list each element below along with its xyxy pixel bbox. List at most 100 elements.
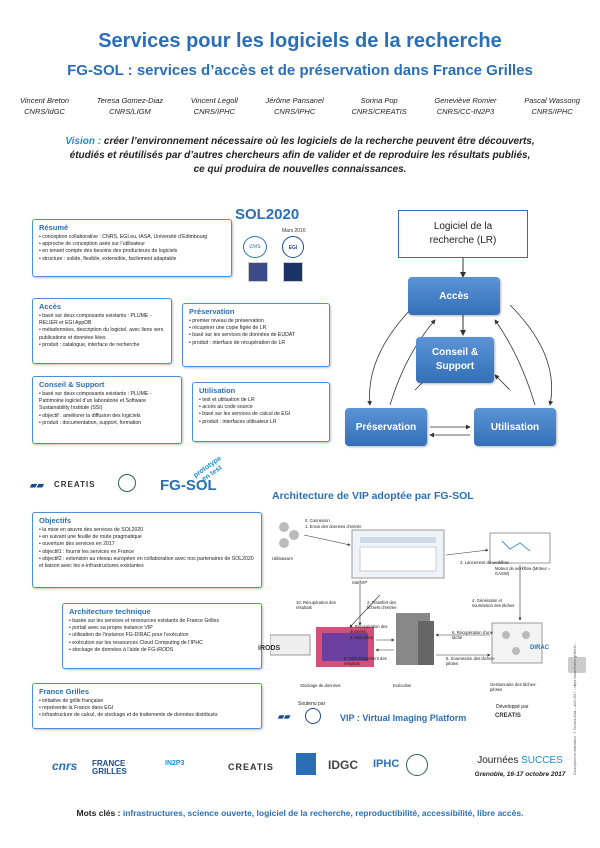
vip-step: 6. Récupération d’une tâche bbox=[452, 630, 493, 640]
vip-step: 1. Envoi des données d’entrée bbox=[305, 524, 362, 529]
list-item: produit : interface de récupération de L… bbox=[189, 340, 324, 347]
preservation-box: Préservation premier niveau de préservat… bbox=[182, 303, 330, 367]
journees-succes: SUCCES bbox=[521, 755, 563, 766]
vip-architecture-title: Architecture de VIP adoptée par FG-SOL bbox=[272, 490, 474, 502]
diagram-node-logiciel: Logiciel de la recherche (LR) bbox=[398, 210, 528, 258]
vip-step: Moteur de workflow (Moteur = GASW) bbox=[495, 566, 551, 576]
creative-commons-icon bbox=[568, 657, 586, 673]
author-name: Vincent Legoll bbox=[190, 96, 238, 105]
francegrilles-logo: FRANCE GRILLES bbox=[92, 759, 127, 776]
fgsol-title: FG-SOL bbox=[160, 477, 217, 494]
list-item: premier niveau de préservation bbox=[189, 318, 324, 325]
acces-box: Accès basé sur deux composants existants… bbox=[32, 298, 172, 364]
list-item: ouverture des services en 2017 bbox=[39, 541, 256, 548]
list-item: test et utilisation de LR bbox=[199, 397, 324, 404]
list-item: utilisation de l’instance FG-DIRAC pour … bbox=[69, 632, 256, 639]
diagram-node-acces: Accès bbox=[408, 277, 500, 315]
egi-logo-text: EGI bbox=[288, 245, 298, 251]
list-item: récupérer une copie figée de LR bbox=[189, 325, 324, 332]
services-diagram-arrows bbox=[367, 258, 554, 438]
egi-logo: EGI bbox=[282, 236, 304, 258]
sol2020-title: SOL2020 bbox=[235, 206, 300, 223]
list-item: métadonnées, description du logiciel, av… bbox=[39, 327, 166, 341]
author-affiliation: CNRS/IPHC bbox=[273, 107, 316, 116]
journees-place: Grenoble, 16-17 octobre 2017 bbox=[474, 771, 566, 778]
utilisation-box: Utilisation test et utilisation de LR ac… bbox=[192, 382, 330, 442]
vision-statement: Vision : créer l’environnement nécessair… bbox=[25, 135, 575, 177]
credits-text: Conception et réalisation : T. Gomez-Dia… bbox=[573, 641, 577, 775]
egi-logo bbox=[305, 708, 321, 724]
author-affiliation: CNRS/CREATIS bbox=[351, 107, 407, 116]
list-item: accès au code source bbox=[199, 404, 324, 411]
author-affiliation: CNRS/IPHC bbox=[531, 107, 573, 116]
list-item: produit : documentation, support, format… bbox=[39, 420, 176, 427]
conseil-title: Conseil & Support bbox=[39, 380, 105, 389]
vip-step: 10. Récupération des résultats bbox=[296, 600, 336, 610]
sol2020-date: Mars 2016 bbox=[282, 228, 306, 234]
developpe-label: Développé par bbox=[496, 704, 529, 710]
list-item: objectif : améliorer la diffusion des lo… bbox=[39, 413, 176, 420]
list-item: basé sur les services de données de EUDA… bbox=[189, 332, 324, 339]
list-item: stockage de données à l’aide de FG-iRODS bbox=[69, 647, 256, 654]
author-affiliation: CNRS/LIGM bbox=[109, 107, 151, 116]
architecture-box: Architecture technique basée sur les ser… bbox=[62, 603, 262, 669]
vip-step: Exécution bbox=[393, 683, 412, 688]
list-item: exécution sur les ressources Cloud Compu… bbox=[69, 640, 256, 647]
iphc-logo: IPHC bbox=[373, 758, 400, 770]
page-title: Services pour les logiciels de la recher… bbox=[98, 30, 502, 52]
diagram-node-utilisation: Utilisation bbox=[474, 408, 556, 446]
in2p3-logo: IN2P3 bbox=[165, 760, 185, 767]
university-seal-logo bbox=[406, 754, 428, 776]
resume-title: Résumé bbox=[39, 223, 69, 232]
soutenu-label: Soutenu par bbox=[298, 701, 326, 707]
page-subtitle: FG-SOL : services d’accès et de préserva… bbox=[67, 62, 533, 79]
dirac-logo: DIRAC bbox=[530, 645, 549, 651]
cnrs-logo: cnrs bbox=[243, 236, 267, 258]
list-item: initiative de grille française bbox=[39, 698, 256, 705]
author-name: Pascal Wassong bbox=[524, 96, 580, 105]
edinburgh-logo bbox=[283, 262, 303, 282]
idgc-logo: IDGC bbox=[328, 758, 358, 772]
author-name: Sorina Pop bbox=[360, 96, 398, 105]
acces-title: Accès bbox=[39, 302, 62, 311]
francegrilles-box: France Grilles initiative de grille fran… bbox=[32, 683, 262, 729]
diagram-node-label: Conseil & Support bbox=[431, 347, 479, 372]
conseil-box: Conseil & Support basé sur deux composan… bbox=[32, 376, 182, 444]
cnrs-logo-text: cnrs bbox=[249, 244, 261, 250]
preservation-title: Préservation bbox=[189, 307, 235, 316]
keywords-values: infrastructures, science ouverte, logici… bbox=[122, 808, 524, 818]
author-name: Vincent Breton bbox=[20, 96, 70, 105]
vip-step: 9. Téléchargement des résultats bbox=[344, 656, 387, 666]
architecture-title: Architecture technique bbox=[69, 607, 151, 616]
vip-step: Utilisateurs bbox=[272, 556, 293, 561]
vip-step: Gestionnaire des tâches-pilotes bbox=[490, 682, 537, 692]
vip-step: 7. Récupération des données bbox=[350, 624, 388, 634]
diagram-node-label: Utilisation bbox=[490, 421, 540, 433]
creatis-logo: CREATIS bbox=[54, 480, 96, 489]
list-item: approche de conception axée sur l’utilis… bbox=[39, 241, 226, 248]
keywords: Mots clés : infrastructures, science ouv… bbox=[20, 808, 580, 818]
diagram-node-label: Accès bbox=[439, 290, 469, 302]
list-item: conception collaborative : CNRS, EGI.eu,… bbox=[39, 234, 226, 241]
author-affiliation: CNRS/IPHC bbox=[193, 107, 235, 116]
resume-box: Résumé conception collaborative : CNRS, … bbox=[32, 219, 232, 277]
list-item: en tenant compte des besoins des product… bbox=[39, 248, 226, 255]
creatis-logo: CREATIS bbox=[228, 762, 274, 772]
vip-architecture-diagram bbox=[270, 522, 551, 667]
iasa-logo bbox=[248, 262, 268, 282]
author-name: Geneviève Romier bbox=[434, 96, 497, 105]
cnrs-logo: cnrs bbox=[52, 753, 86, 779]
vip-step: 3. Lancement du workflow bbox=[460, 560, 509, 565]
vip-step: 2. Transfert des fichiers d’entrée bbox=[367, 600, 397, 610]
author-name: Jérôme Pansanel bbox=[265, 96, 324, 105]
author-affiliation: CNRS/IdGC bbox=[24, 107, 65, 116]
list-item: la mise en œuvre des services de SOL2020 bbox=[39, 527, 256, 534]
utilisation-title: Utilisation bbox=[199, 386, 236, 395]
author-affiliation: CNRS/CC-IN2P3 bbox=[436, 107, 495, 116]
francegrilles-title: France Grilles bbox=[39, 687, 90, 696]
list-item: structure : solide, flexible, extensible… bbox=[39, 256, 226, 263]
